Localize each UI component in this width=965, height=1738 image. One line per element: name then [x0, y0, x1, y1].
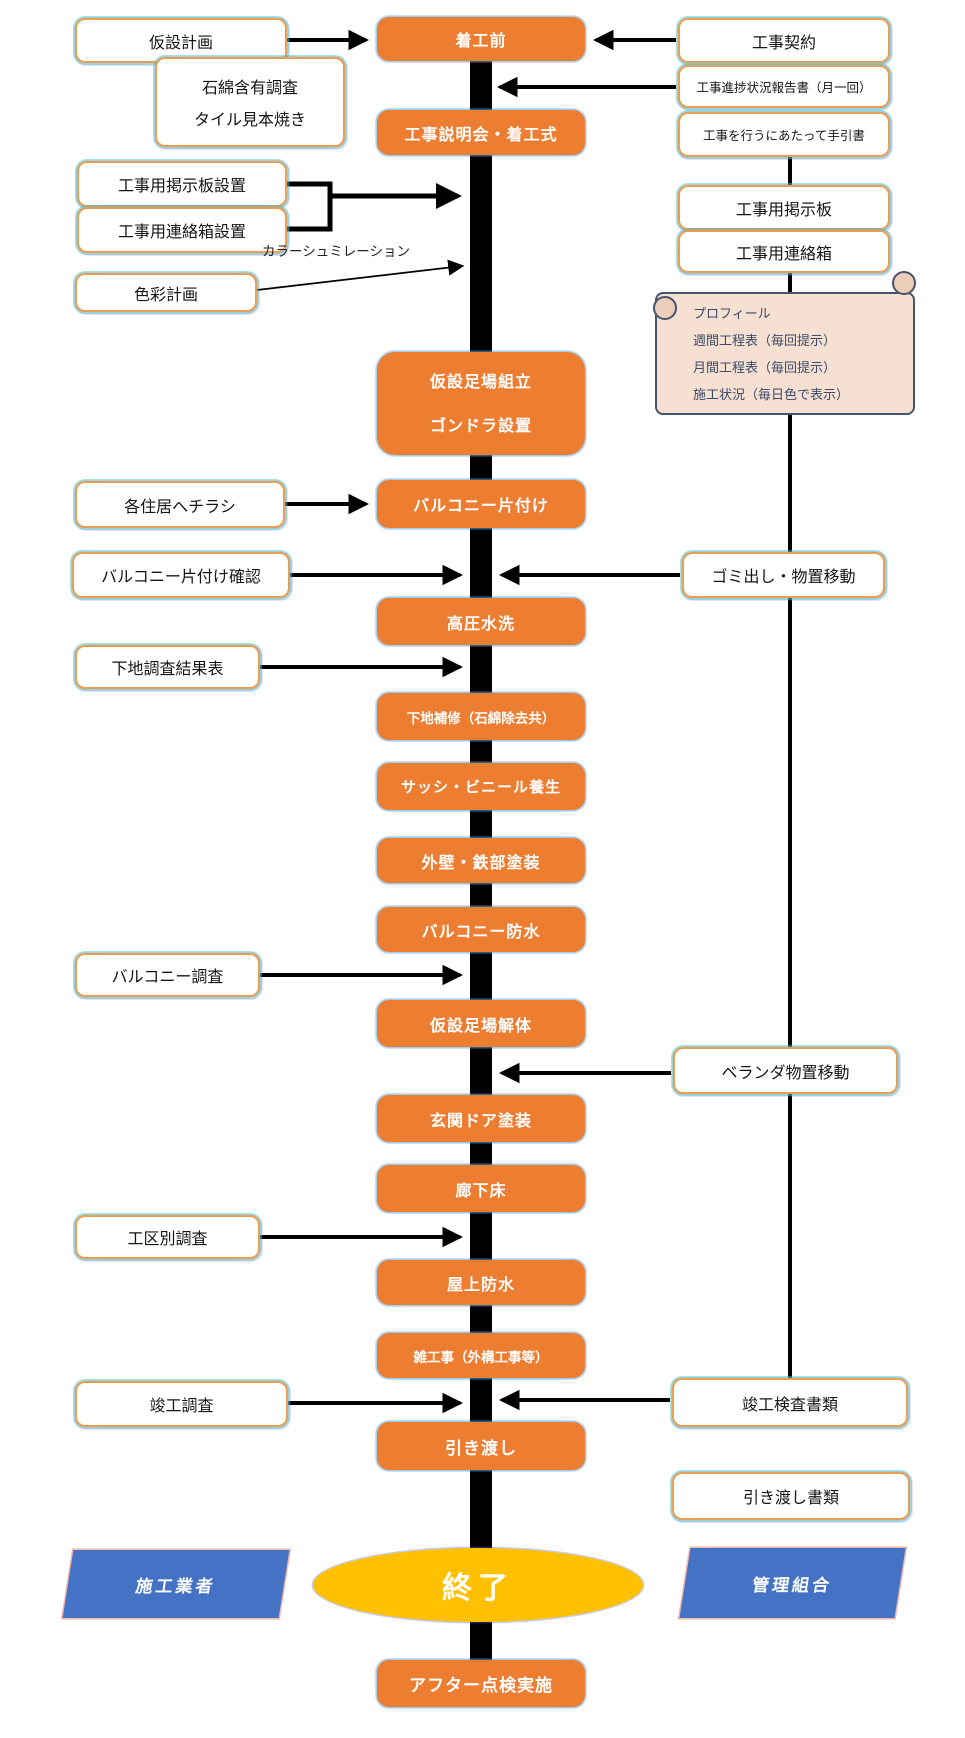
side-doc-line: 石綿含有調査	[201, 78, 298, 97]
side-doc-box-left: 工事用掲示板設置	[77, 161, 287, 207]
flow-step-line: ゴンドラ設置	[429, 415, 532, 435]
side-doc-box-left: 各住居へチラシ	[75, 481, 285, 528]
side-doc-box-left: 下地調査結果表	[75, 645, 260, 689]
flow-step-box: 仮設足場解体	[377, 1000, 585, 1047]
flow-step-box: 仮設足場組立 ゴンドラ設置	[377, 352, 585, 455]
scroll-curl-icon	[892, 271, 916, 295]
flow-step-box: バルコニー防水	[377, 907, 585, 952]
side-doc-box-right: 工事契約	[678, 18, 890, 63]
flow-step-box: 雑工事（外構工事等）	[377, 1333, 585, 1378]
side-doc-box-left: 色彩計画	[75, 273, 257, 312]
flow-step-box: 引き渡し	[377, 1422, 585, 1470]
flow-step-line: 仮設足場組立	[429, 371, 532, 391]
flow-step-box: 屋上防水	[377, 1260, 585, 1305]
side-doc-box-right: ゴミ出し・物置移動	[682, 552, 885, 598]
end-terminator: 終了	[313, 1548, 643, 1622]
color-simulation-label: カラーシュミレーション	[262, 244, 410, 260]
scroll-note-line: 月間工程表（毎回提示）	[693, 361, 837, 376]
flow-step-box: 着工前	[377, 17, 585, 61]
side-doc-box-right: 工事用掲示板	[678, 185, 890, 230]
scroll-note: プロフィール 週間工程表（毎回提示） 月間工程表（毎回提示） 施工状況（毎日色で…	[653, 271, 916, 415]
actor-parallelogram-contractor: 施工業者	[62, 1550, 290, 1618]
side-doc-box-left: 工区別調査	[75, 1215, 260, 1259]
scroll-note-line: 施工状況（毎日色で表示）	[693, 388, 850, 403]
scroll-note-line: 週間工程表（毎回提示）	[693, 334, 837, 349]
side-doc-box-left: 石綿含有調査 タイル見本焼き	[155, 57, 345, 147]
flow-step-box: アフター点検実施	[377, 1660, 585, 1707]
side-doc-line: タイル見本焼き	[193, 110, 306, 129]
scroll-curl-icon	[653, 296, 677, 320]
flow-step-box: 廊下床	[377, 1165, 585, 1212]
side-doc-box-right: 竣工検査書類	[672, 1378, 908, 1427]
flow-step-box: サッシ・ビニール養生	[377, 763, 585, 810]
side-doc-box-left: 工事用連絡箱設置	[77, 207, 287, 253]
flow-step-box: 外壁・鉄部塗装	[377, 838, 585, 883]
side-doc-box-left: バルコニー片付け確認	[72, 552, 290, 598]
side-doc-box-right: 工事進捗状況報告書（月一回）	[678, 65, 890, 108]
side-doc-box-right: 工事を行うにあたって手引書	[678, 112, 890, 157]
flow-step-box: 高圧水洗	[377, 598, 585, 645]
flow-step-box: 玄関ドア塗装	[377, 1095, 585, 1142]
side-doc-box-right: 引き渡し書類	[672, 1472, 910, 1520]
flow-step-box: バルコニー片付け	[377, 480, 585, 528]
scroll-note-line: プロフィール	[693, 307, 771, 322]
side-doc-box-right: ベランダ物置移動	[673, 1047, 898, 1094]
actor-parallelogram-association: 管理組合	[679, 1548, 906, 1618]
side-doc-box-left: バルコニー調査	[75, 953, 260, 997]
side-doc-box-right: 工事用連絡箱	[678, 230, 890, 273]
side-doc-box-left: 竣工調査	[75, 1381, 288, 1427]
flow-step-box: 下地補修（石綿除去共）	[377, 693, 585, 740]
flow-step-box: 工事説明会・着工式	[377, 110, 585, 155]
